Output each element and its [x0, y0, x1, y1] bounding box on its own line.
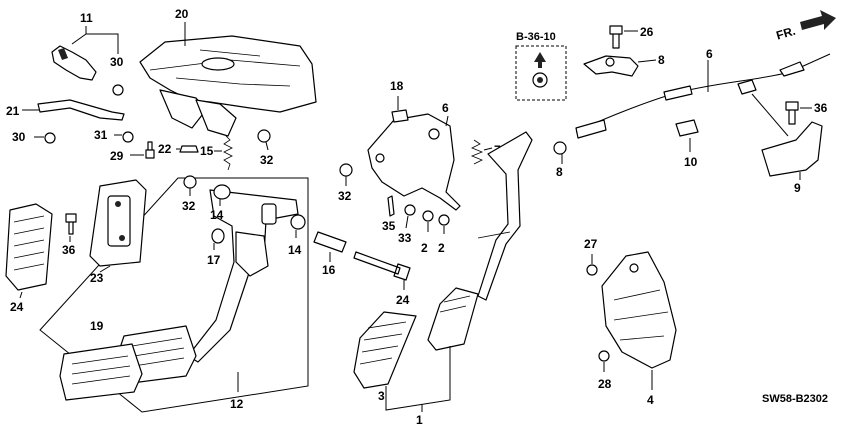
callout-29: 28 [598, 377, 612, 391]
callout-2: 2 [421, 241, 428, 255]
grommet-part [553, 141, 567, 155]
washer-part [438, 214, 450, 226]
callout-3: 3 [378, 389, 385, 403]
brake-pedal-group-outline [39, 177, 309, 413]
clip-part [179, 145, 199, 153]
callout-4: 4 [647, 393, 654, 407]
accelerator-pedal-part [353, 131, 533, 389]
pedal-cover-part [601, 251, 677, 369]
callout-32: 32 [260, 153, 274, 167]
callout-22: 23 [90, 271, 104, 285]
cable-clip-part [675, 119, 699, 137]
bolt-part [145, 141, 155, 159]
callout-19: 19 [90, 319, 104, 333]
callout-32: 32 [338, 189, 352, 203]
callout-14: 14 [210, 208, 224, 222]
callout-7: 6 [706, 47, 713, 61]
front-label: FR. [775, 24, 797, 43]
bracket-part [37, 99, 125, 121]
reference-box[interactable]: B-36-10 [515, 31, 567, 101]
callout-11: 10 [684, 155, 698, 169]
callout-24: 26 [640, 25, 654, 39]
diagram-code: SW58-B2302 [762, 393, 828, 405]
callout-15: 17 [207, 253, 221, 267]
front-direction-badge: FR. [775, 10, 836, 43]
callout-13: 12 [230, 397, 244, 411]
callout-8: 8 [556, 165, 563, 179]
callout-2: 2 [438, 241, 445, 255]
nut-part [257, 129, 271, 143]
callout-26: 24 [396, 293, 410, 307]
callout-16: 18 [390, 79, 404, 93]
bolt-part [609, 25, 623, 49]
bolt-part [785, 101, 799, 125]
nut-part [183, 175, 197, 189]
nut-part [586, 264, 598, 276]
callout-20: 20 [175, 7, 189, 21]
spring-part [223, 135, 233, 171]
spacer-part [387, 195, 395, 217]
brake-pedal-part [59, 189, 299, 401]
washer-part [404, 204, 416, 216]
callout-27: 29 [110, 149, 124, 163]
return-spring-part [470, 139, 484, 165]
nut-part [598, 350, 610, 362]
accelerator-bracket-part [367, 113, 461, 211]
bushing-part [213, 184, 231, 200]
callout-1: 1 [416, 413, 423, 425]
callout-9: 8 [658, 53, 665, 67]
clip-part [391, 109, 409, 123]
callout-29: 27 [584, 237, 598, 251]
callout-30: 30 [12, 130, 26, 144]
callout-25: 22 [158, 142, 172, 156]
callout-34: 35 [382, 219, 396, 233]
callout-17: 15 [200, 144, 214, 158]
callout-10: 9 [794, 181, 801, 195]
bolt-part [65, 213, 77, 235]
arrow-right-icon [800, 10, 836, 30]
nut-part [339, 163, 353, 177]
callout-18: 16 [322, 263, 336, 277]
stop-switch-part [51, 45, 124, 96]
bushing-part [290, 214, 306, 230]
washer-part [422, 210, 434, 222]
callout-30: 31 [94, 128, 108, 142]
cable-bracket-part [761, 121, 823, 177]
callout-28: 30 [110, 55, 124, 69]
pin-part [313, 231, 347, 253]
callout-35: 36 [62, 243, 76, 257]
callout-31: 32 [182, 199, 196, 213]
pedal-rubber-part [5, 203, 53, 291]
callout-12: 11 [80, 11, 93, 25]
bolt-part [353, 251, 411, 281]
nut-part [44, 132, 56, 144]
pedal-bracket-part [139, 35, 317, 137]
nut-part [122, 131, 134, 143]
pedal-pad-part [89, 179, 147, 267]
callout-36: 36 [814, 101, 828, 115]
callout-6: 6 [442, 101, 449, 115]
callout-14: 14 [288, 243, 302, 257]
callout-23: 24 [10, 300, 24, 314]
reference-code: B-36-10 [516, 31, 556, 43]
callout-33: 33 [398, 231, 412, 245]
stopper-part [211, 228, 225, 244]
callout-21: 21 [6, 104, 20, 118]
up-arrow-icon [534, 52, 546, 68]
